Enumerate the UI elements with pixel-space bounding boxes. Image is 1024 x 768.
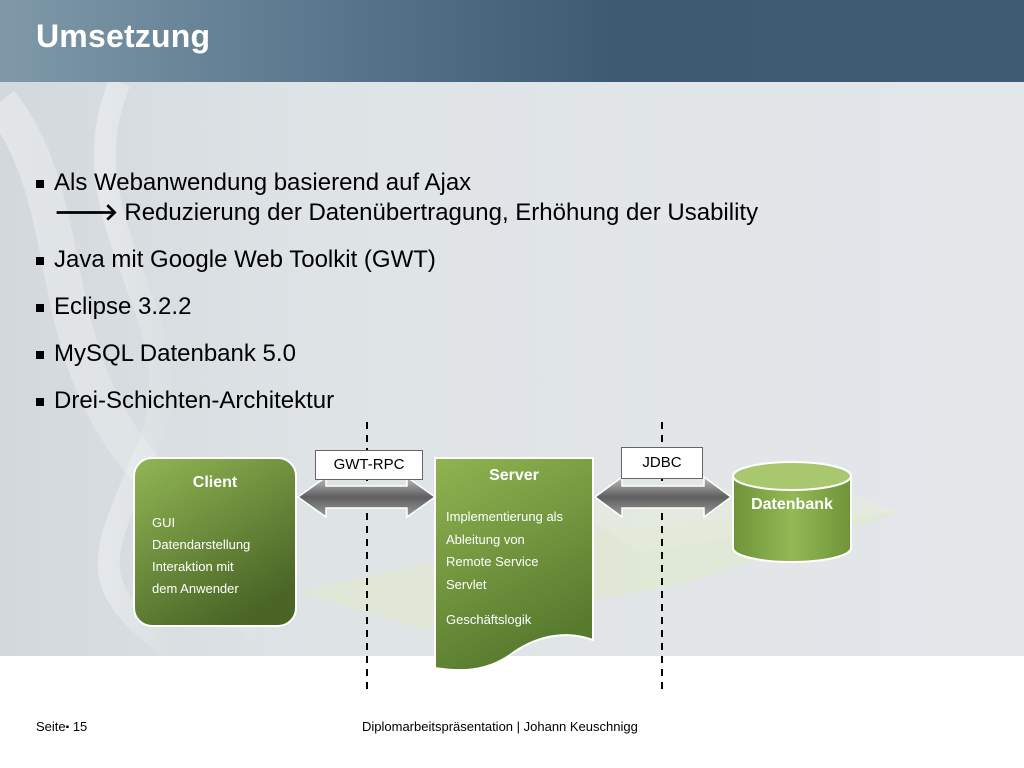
client-description: GUI Datendarstellung Interaktion mit dem…	[152, 512, 250, 600]
square-bullet-icon	[36, 180, 44, 188]
square-bullet-icon	[36, 351, 44, 359]
page-title: Umsetzung	[36, 18, 211, 54]
server-description: Implementierung als Ableitung von Remote…	[446, 506, 563, 632]
jdbc-double-arrow	[593, 475, 733, 519]
bullet-text: Java mit Google Web Toolkit (GWT)	[54, 246, 436, 273]
square-bullet-icon	[36, 257, 44, 265]
server-line-business-logic: Geschäftslogik	[446, 612, 532, 627]
bullet-text: MySQL Datenbank 5.0	[54, 340, 296, 367]
footer-page: Seite▪ 15	[36, 719, 87, 734]
bullet-item-ajax: Als Webanwendung basierend auf Ajax 🡒Red…	[36, 168, 758, 228]
database-title: Datenbank	[751, 496, 833, 513]
bullet-item-architecture: Drei-Schichten-Architektur	[36, 386, 758, 416]
client-line: dem Anwender	[152, 581, 239, 596]
server-title: Server	[489, 467, 539, 484]
right-arrow-icon: 🡒	[54, 199, 119, 226]
client-line: Datendarstellung	[152, 537, 251, 552]
footer-bullet-icon: ▪	[65, 722, 70, 733]
server-line: Ableitung von	[446, 531, 525, 547]
database-cylinder	[732, 461, 852, 563]
header-bar: Umsetzung	[0, 0, 1024, 82]
footer-page-label: Seite	[36, 719, 66, 734]
gwt-rpc-double-arrow	[296, 475, 437, 519]
bullet-subtext: 🡒Reduzierung der Datenübertragung, Erhöh…	[54, 198, 758, 228]
bullet-item-gwt: Java mit Google Web Toolkit (GWT)	[36, 245, 758, 275]
client-title: Client	[192, 474, 238, 491]
server-line: Servlet	[446, 576, 487, 592]
server-line: Implementierung als	[446, 509, 564, 524]
bullet-text: Eclipse 3.2.2	[54, 293, 192, 320]
bullet-item-eclipse: Eclipse 3.2.2	[36, 292, 758, 322]
square-bullet-icon	[36, 304, 44, 312]
bullet-text: Als Webanwendung basierend auf Ajax	[54, 169, 472, 196]
bullet-subtext-label: Reduzierung der Datenübertragung, Erhöhu…	[124, 199, 759, 226]
gwt-rpc-label: GWT-RPC	[315, 450, 423, 480]
client-box	[133, 457, 297, 627]
footer-page-number: 15	[72, 719, 88, 734]
square-bullet-icon	[36, 398, 44, 406]
client-line: GUI	[152, 515, 176, 530]
footer-presentation-info: Diplomarbeitspräsentation | Johann Keusc…	[362, 719, 638, 734]
client-line: Interaktion mit	[152, 559, 234, 574]
bullet-item-mysql: MySQL Datenbank 5.0	[36, 339, 758, 369]
server-line: Remote Service	[446, 554, 539, 569]
bullet-list: Als Webanwendung basierend auf Ajax 🡒Red…	[36, 168, 758, 433]
jdbc-label: JDBC	[621, 447, 703, 479]
bullet-text: Drei-Schichten-Architektur	[54, 387, 335, 414]
server-box	[434, 457, 594, 672]
